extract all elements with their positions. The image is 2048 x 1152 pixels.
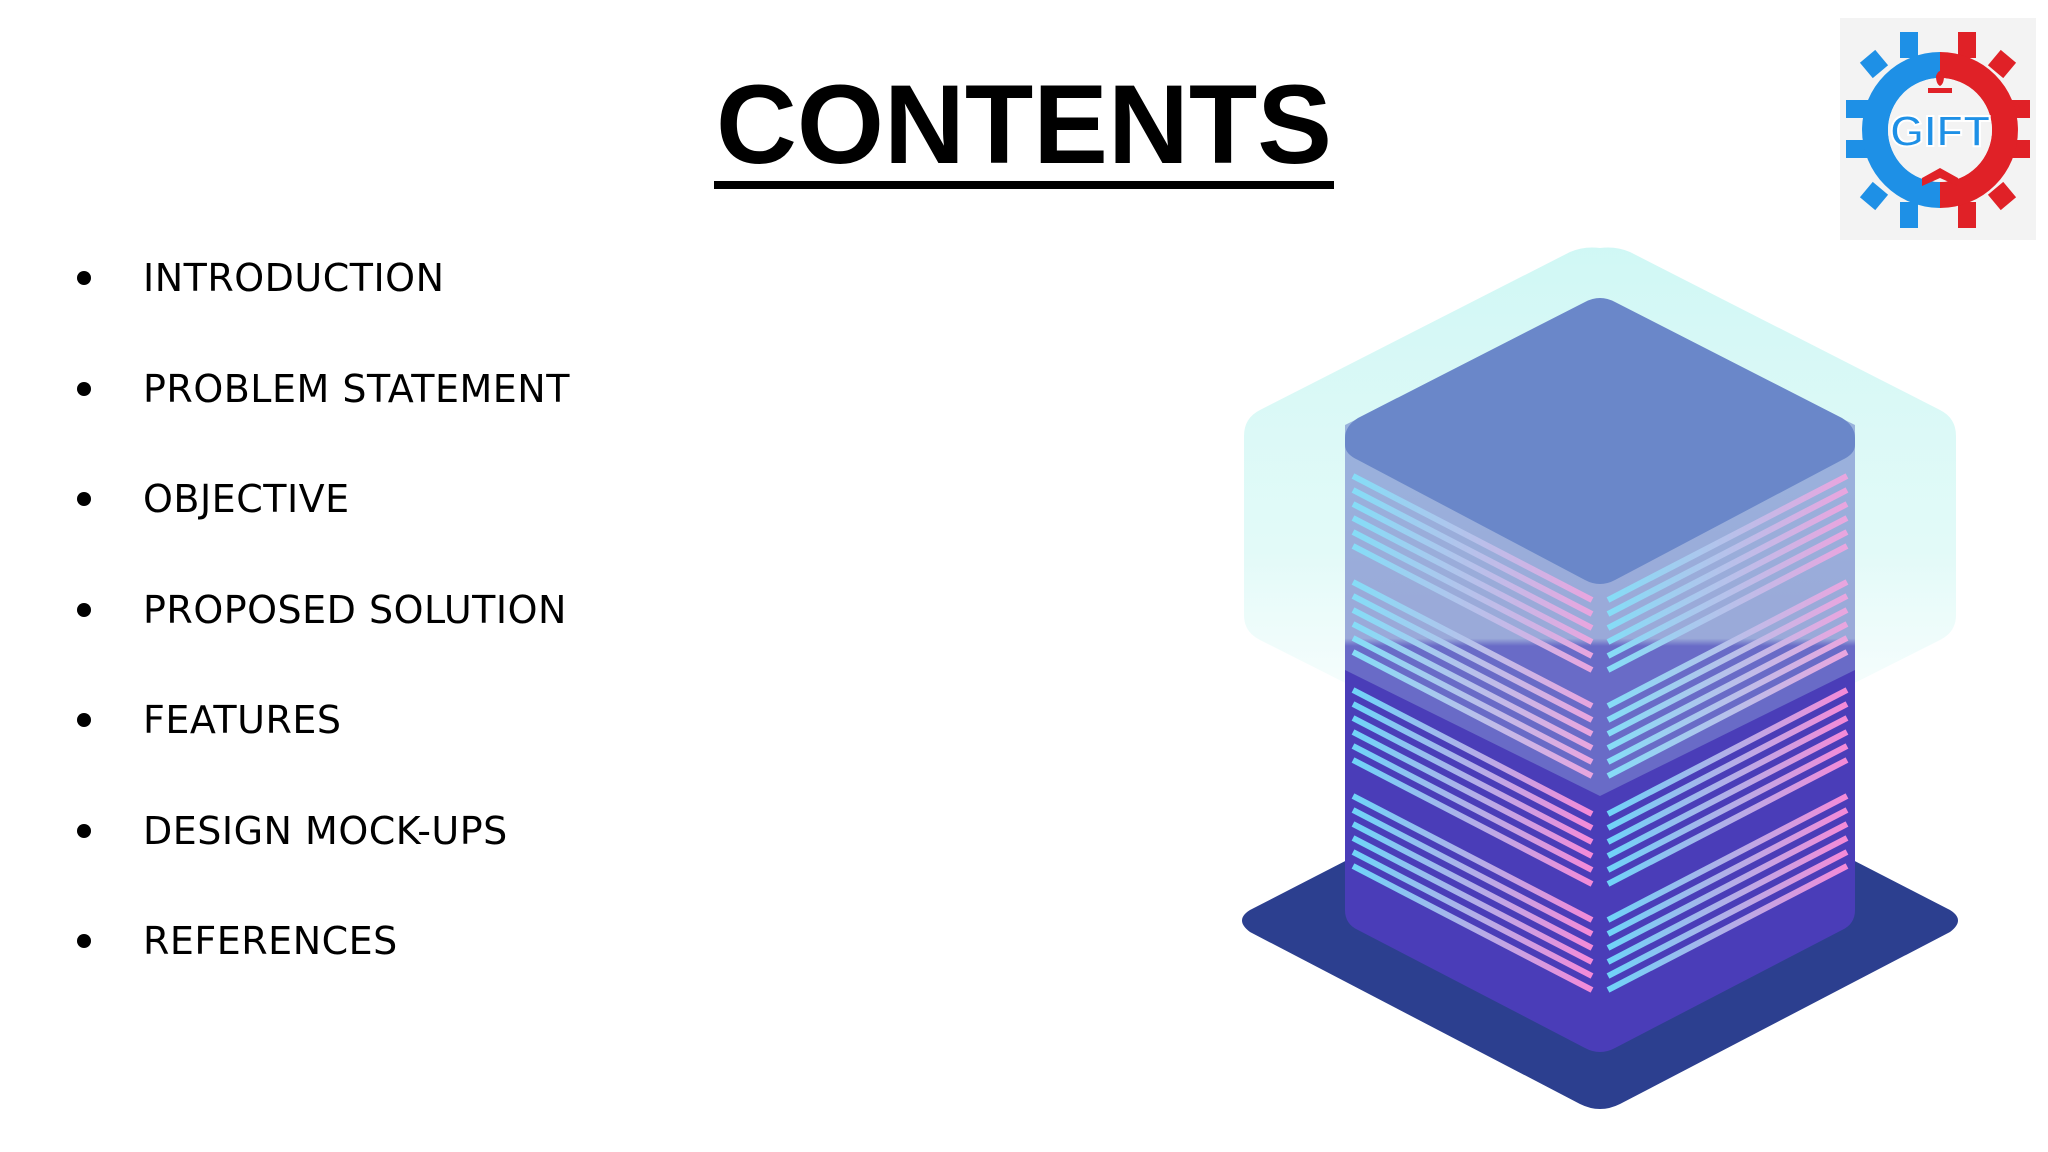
bullet-icon — [77, 271, 91, 285]
bullet-icon — [77, 492, 91, 506]
bullet-icon — [77, 713, 91, 727]
list-item-label: INTRODUCTION — [143, 256, 445, 300]
list-item-label: OBJECTIVE — [143, 477, 350, 521]
bullet-icon — [77, 602, 91, 617]
right-face-stripes — [1606, 473, 1849, 993]
list-item-label: DESIGN MOCK-UPS — [143, 808, 508, 853]
list-item: OBJECTIVE — [68, 471, 570, 582]
list-item: INTRODUCTION — [68, 250, 570, 361]
bullet-icon — [77, 934, 91, 948]
contents-list: INTRODUCTION PROBLEM STATEMENT OBJECTIVE… — [68, 250, 570, 1024]
list-item-label: PROBLEM STATEMENT — [143, 366, 570, 411]
list-item: FEATURES — [68, 692, 570, 803]
gift-logo: GIFT — [1840, 18, 2036, 240]
left-face-stripes — [1351, 473, 1594, 993]
cube-top — [1345, 298, 1855, 584]
list-item-label: FEATURES — [143, 698, 342, 742]
list-item: DESIGN MOCK-UPS — [68, 803, 570, 914]
slide-title-text: CONTENTS — [714, 62, 1334, 189]
logo-text: GIFT — [1890, 107, 1990, 156]
list-item-label: REFERENCES — [143, 919, 398, 963]
slide-title: CONTENTS — [0, 60, 2048, 190]
bullet-icon — [77, 823, 91, 838]
gear-icon — [1846, 32, 2030, 228]
bullet-icon — [77, 381, 91, 396]
list-item: PROBLEM STATEMENT — [68, 361, 570, 472]
server-stack-icon — [1242, 247, 1958, 1109]
list-item-label: PROPOSED SOLUTION — [143, 587, 567, 632]
list-item: REFERENCES — [68, 913, 570, 1024]
list-item: PROPOSED SOLUTION — [68, 582, 570, 693]
